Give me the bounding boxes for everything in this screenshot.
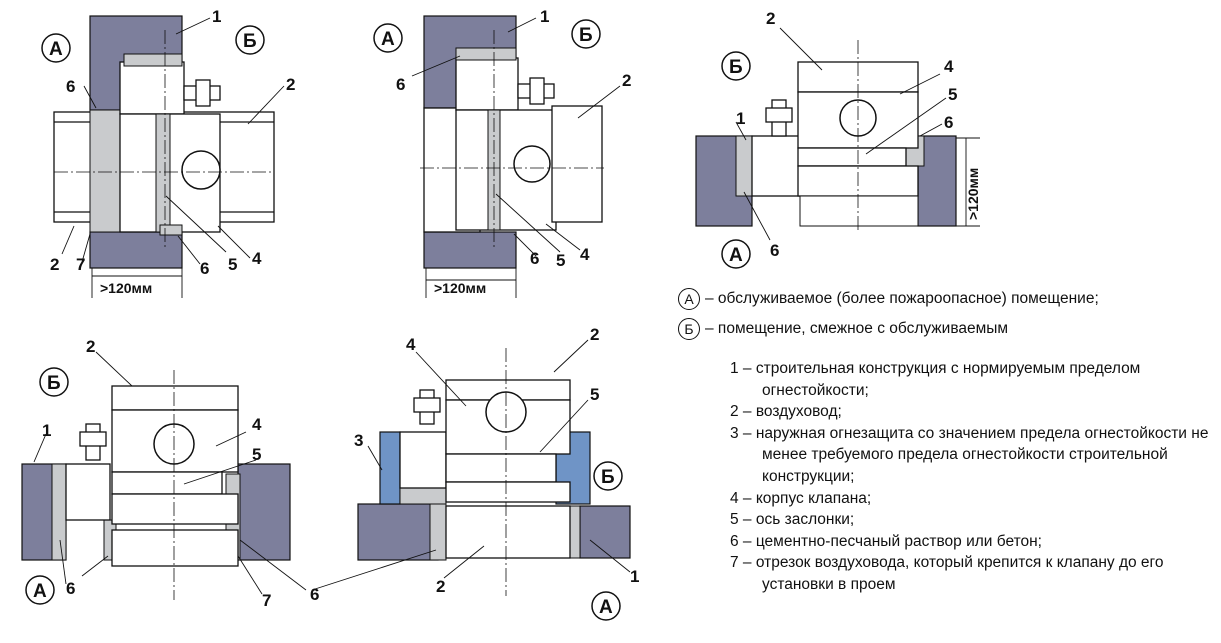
callout-4: 4 xyxy=(580,245,590,264)
callout-2: 2 xyxy=(590,325,599,344)
label-room-a: А xyxy=(49,39,63,60)
callout-2: 2 xyxy=(622,71,631,90)
callout-3: 3 xyxy=(354,431,363,450)
callout-5: 5 xyxy=(556,251,565,270)
callout-1: 1 xyxy=(630,567,639,586)
legend-room-a: А – обслуживаемое (более пожароопасное) п… xyxy=(678,288,1099,310)
label-room-b: Б xyxy=(601,467,615,488)
callout-6: 6 xyxy=(66,579,75,598)
callout-7: 7 xyxy=(262,591,271,610)
diagram-2 xyxy=(373,15,621,298)
callout-5: 5 xyxy=(228,255,237,274)
callout-6: 6 xyxy=(770,241,779,260)
callout-1: 1 xyxy=(212,7,221,26)
label-room-b: Б xyxy=(729,57,743,78)
legend-room-b: Б – помещение, смежное с обслуживаемым xyxy=(678,318,1008,340)
label-room-b: Б xyxy=(243,31,257,52)
callout-6: 6 xyxy=(530,249,539,268)
legend-item: 6 – цементно-песчаный раствор или бетон; xyxy=(730,532,1042,550)
dimension-label-vertical: >120мм xyxy=(965,168,981,220)
legend-item: 1 – строительная конструкция с нормируем… xyxy=(730,360,1141,399)
callout-5: 5 xyxy=(252,445,261,464)
callout-5: 5 xyxy=(590,385,599,404)
callout-4: 4 xyxy=(252,249,262,268)
callout-7: 7 xyxy=(76,255,85,274)
callout-numbers: 1 6 2 2 7 6 5 4 1 6 2 6 5 4 2 4 5 6 1 6 … xyxy=(42,7,957,610)
callout-5: 5 xyxy=(948,85,957,104)
callout-2: 2 xyxy=(436,577,445,596)
dimension-label: >120мм xyxy=(100,280,152,296)
label-room-a: А xyxy=(33,581,47,602)
diagram-3 xyxy=(695,27,980,269)
dimension-labels: >120мм >120мм >120мм xyxy=(100,168,981,296)
legend-item: 3 – наружная огнезащита со значением пре… xyxy=(730,424,1209,485)
room-a-description: – обслуживаемое (более пожароопасное) по… xyxy=(705,290,1099,307)
label-room-a: А xyxy=(729,245,743,266)
legend-item: 7 – отрезок воздуховода, который крепитс… xyxy=(730,554,1164,593)
callout-1: 1 xyxy=(736,109,745,128)
diagram-1 xyxy=(41,15,285,298)
diagram-5 xyxy=(311,339,631,621)
room-b-key: Б xyxy=(678,318,700,340)
label-room-b: Б xyxy=(47,373,61,394)
callout-4: 4 xyxy=(252,415,262,434)
label-room-a: А xyxy=(599,597,613,618)
legend-item: 5 – ось заслонки; xyxy=(730,511,855,529)
callout-2: 2 xyxy=(86,337,95,356)
callout-6: 6 xyxy=(200,259,209,278)
label-room-b: Б xyxy=(579,25,593,46)
callout-2: 2 xyxy=(50,255,59,274)
callout-1: 1 xyxy=(540,7,549,26)
callout-4: 4 xyxy=(406,335,416,354)
room-b-description: – помещение, смежное с обслуживаемым xyxy=(705,320,1009,337)
callout-2: 2 xyxy=(286,75,295,94)
callout-6: 6 xyxy=(944,113,953,132)
callout-6: 6 xyxy=(396,75,405,94)
callout-6: 6 xyxy=(310,585,319,604)
legend-item: 4 – корпус клапана; xyxy=(730,489,872,507)
callout-2: 2 xyxy=(766,9,775,28)
legend-items: 1 – строительная конструкция с нормируем… xyxy=(730,358,1210,596)
diagram-4 xyxy=(21,351,307,605)
callout-4: 4 xyxy=(944,57,954,76)
room-labels: А Б А Б Б А Б А Б А xyxy=(33,25,743,618)
label-room-a: А xyxy=(381,29,395,50)
legend-item: 2 – воздуховод; xyxy=(730,403,842,421)
dimension-label: >120мм xyxy=(434,280,486,296)
callout-6: 6 xyxy=(66,77,75,96)
room-a-key: А xyxy=(678,288,700,310)
callout-1: 1 xyxy=(42,421,51,440)
